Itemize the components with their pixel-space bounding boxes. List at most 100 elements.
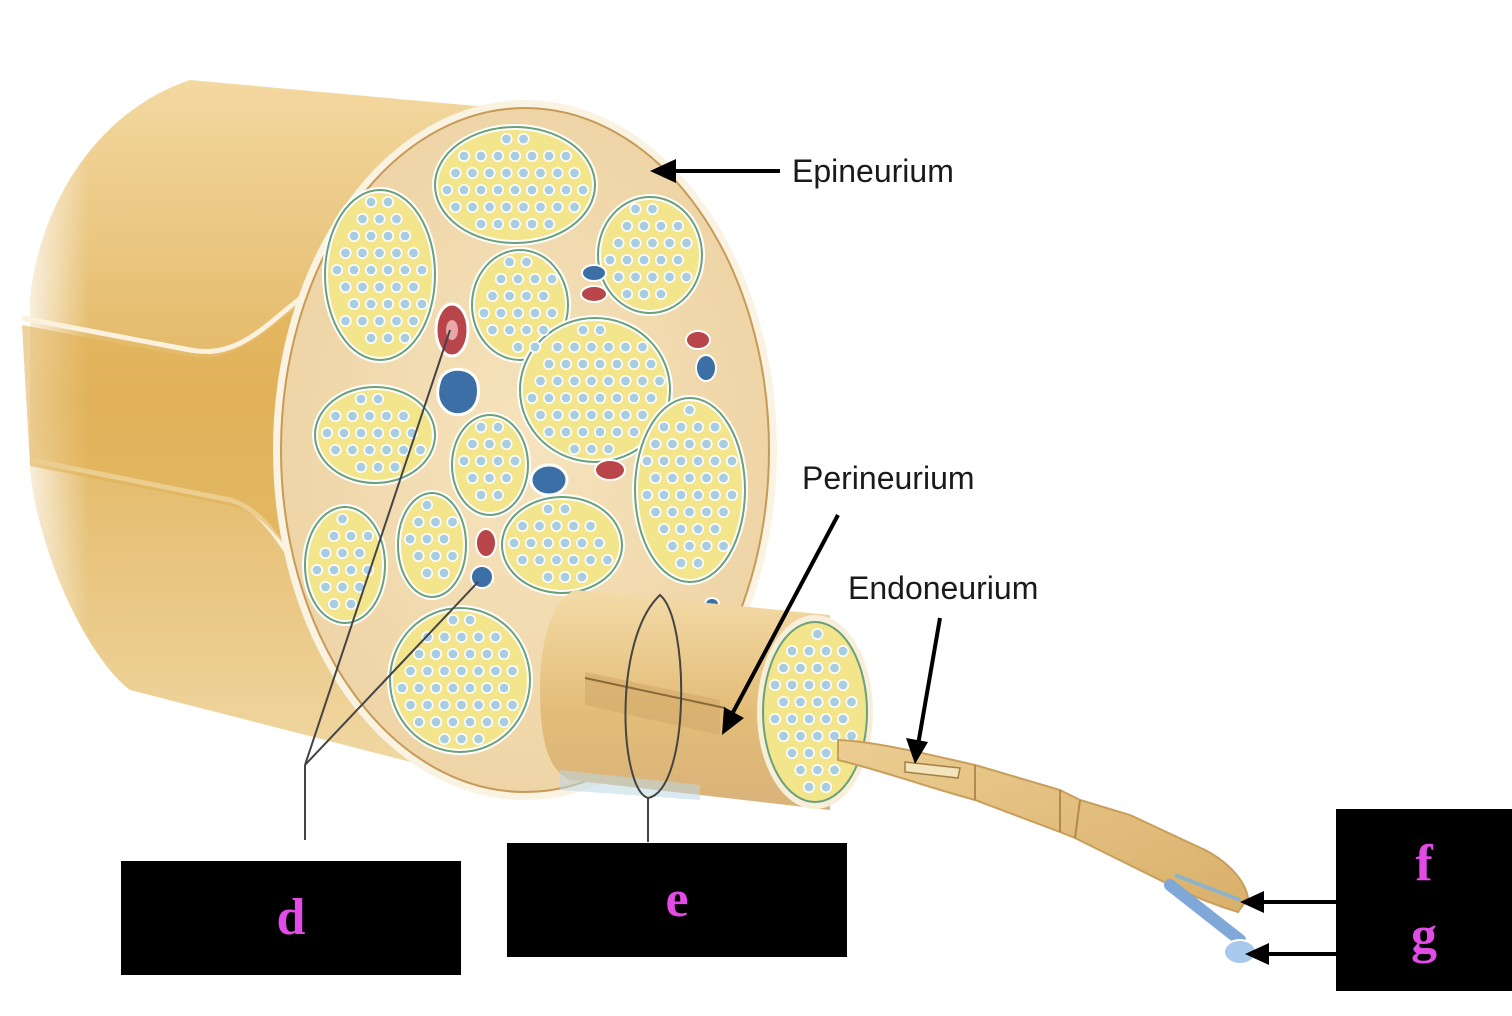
vein bbox=[436, 367, 480, 417]
axon bbox=[545, 272, 558, 285]
axon bbox=[438, 630, 451, 643]
answer-box-fg: f g bbox=[1336, 809, 1512, 991]
axon bbox=[388, 460, 401, 473]
axon bbox=[511, 340, 524, 353]
axon bbox=[629, 237, 642, 250]
perineurium-arrowhead bbox=[722, 707, 744, 735]
axon bbox=[524, 536, 537, 549]
axon bbox=[828, 695, 841, 708]
axon bbox=[480, 681, 493, 694]
axon bbox=[497, 715, 510, 728]
axon bbox=[559, 150, 572, 163]
axon bbox=[397, 443, 410, 456]
axon bbox=[674, 454, 687, 467]
axon bbox=[794, 695, 807, 708]
axon bbox=[836, 712, 849, 725]
axon bbox=[541, 536, 554, 549]
axon bbox=[491, 420, 504, 433]
axon bbox=[438, 732, 451, 745]
axon bbox=[347, 230, 360, 243]
axon bbox=[508, 454, 521, 467]
axon bbox=[491, 184, 504, 197]
axon bbox=[680, 270, 693, 283]
axon bbox=[327, 563, 340, 576]
axon bbox=[683, 471, 696, 484]
axon bbox=[691, 420, 704, 433]
axon bbox=[666, 437, 679, 450]
axon bbox=[657, 420, 670, 433]
axon bbox=[576, 425, 589, 438]
axon bbox=[371, 426, 384, 439]
axon bbox=[674, 488, 687, 501]
axon bbox=[785, 644, 798, 657]
axon bbox=[491, 150, 504, 163]
axon bbox=[700, 539, 713, 552]
axon bbox=[500, 471, 513, 484]
axon bbox=[463, 613, 476, 626]
axon bbox=[412, 681, 425, 694]
axon bbox=[691, 488, 704, 501]
axon bbox=[551, 167, 564, 180]
axon bbox=[708, 454, 721, 467]
axon bbox=[457, 454, 470, 467]
axon bbox=[344, 563, 357, 576]
axon bbox=[828, 763, 841, 776]
axon bbox=[421, 698, 434, 711]
axon bbox=[420, 532, 433, 545]
axon bbox=[474, 184, 487, 197]
axon bbox=[619, 374, 632, 387]
artery bbox=[594, 459, 626, 481]
e-leader bbox=[624, 593, 683, 842]
axon bbox=[640, 488, 653, 501]
axon bbox=[354, 392, 367, 405]
axon bbox=[364, 331, 377, 344]
axon bbox=[819, 712, 832, 725]
axon bbox=[463, 681, 476, 694]
axon bbox=[794, 763, 807, 776]
axon bbox=[398, 297, 411, 310]
axon bbox=[657, 454, 670, 467]
axon bbox=[516, 519, 529, 532]
axon bbox=[339, 314, 352, 327]
axon bbox=[646, 203, 659, 216]
axon bbox=[593, 357, 606, 370]
axon bbox=[380, 443, 393, 456]
axon bbox=[412, 515, 425, 528]
axon bbox=[785, 678, 798, 691]
axon bbox=[717, 539, 730, 552]
axon bbox=[657, 488, 670, 501]
axon bbox=[520, 289, 533, 302]
axon bbox=[558, 536, 571, 549]
axon bbox=[381, 331, 394, 344]
axon bbox=[819, 746, 832, 759]
axon bbox=[420, 566, 433, 579]
axon bbox=[819, 780, 832, 793]
axon bbox=[537, 323, 550, 336]
axon bbox=[845, 729, 858, 742]
leader-lines bbox=[304, 159, 1337, 965]
axon bbox=[559, 184, 572, 197]
axon bbox=[550, 519, 563, 532]
axon bbox=[415, 297, 428, 310]
axon bbox=[576, 357, 589, 370]
axon bbox=[508, 184, 521, 197]
axon bbox=[356, 213, 369, 226]
axon bbox=[429, 681, 442, 694]
axon bbox=[516, 553, 529, 566]
axon bbox=[602, 442, 615, 455]
axon bbox=[353, 546, 366, 559]
axon bbox=[551, 408, 564, 421]
axon bbox=[610, 391, 623, 404]
artery bbox=[580, 285, 608, 303]
epineurium-label: Epineurium bbox=[792, 153, 954, 189]
axon bbox=[717, 505, 730, 518]
axon bbox=[404, 664, 417, 677]
axon bbox=[356, 247, 369, 260]
axon bbox=[819, 678, 832, 691]
axon bbox=[777, 661, 790, 674]
axon bbox=[528, 306, 541, 319]
axon bbox=[390, 213, 403, 226]
axon bbox=[491, 454, 504, 467]
axon bbox=[344, 529, 357, 542]
axon bbox=[663, 270, 676, 283]
